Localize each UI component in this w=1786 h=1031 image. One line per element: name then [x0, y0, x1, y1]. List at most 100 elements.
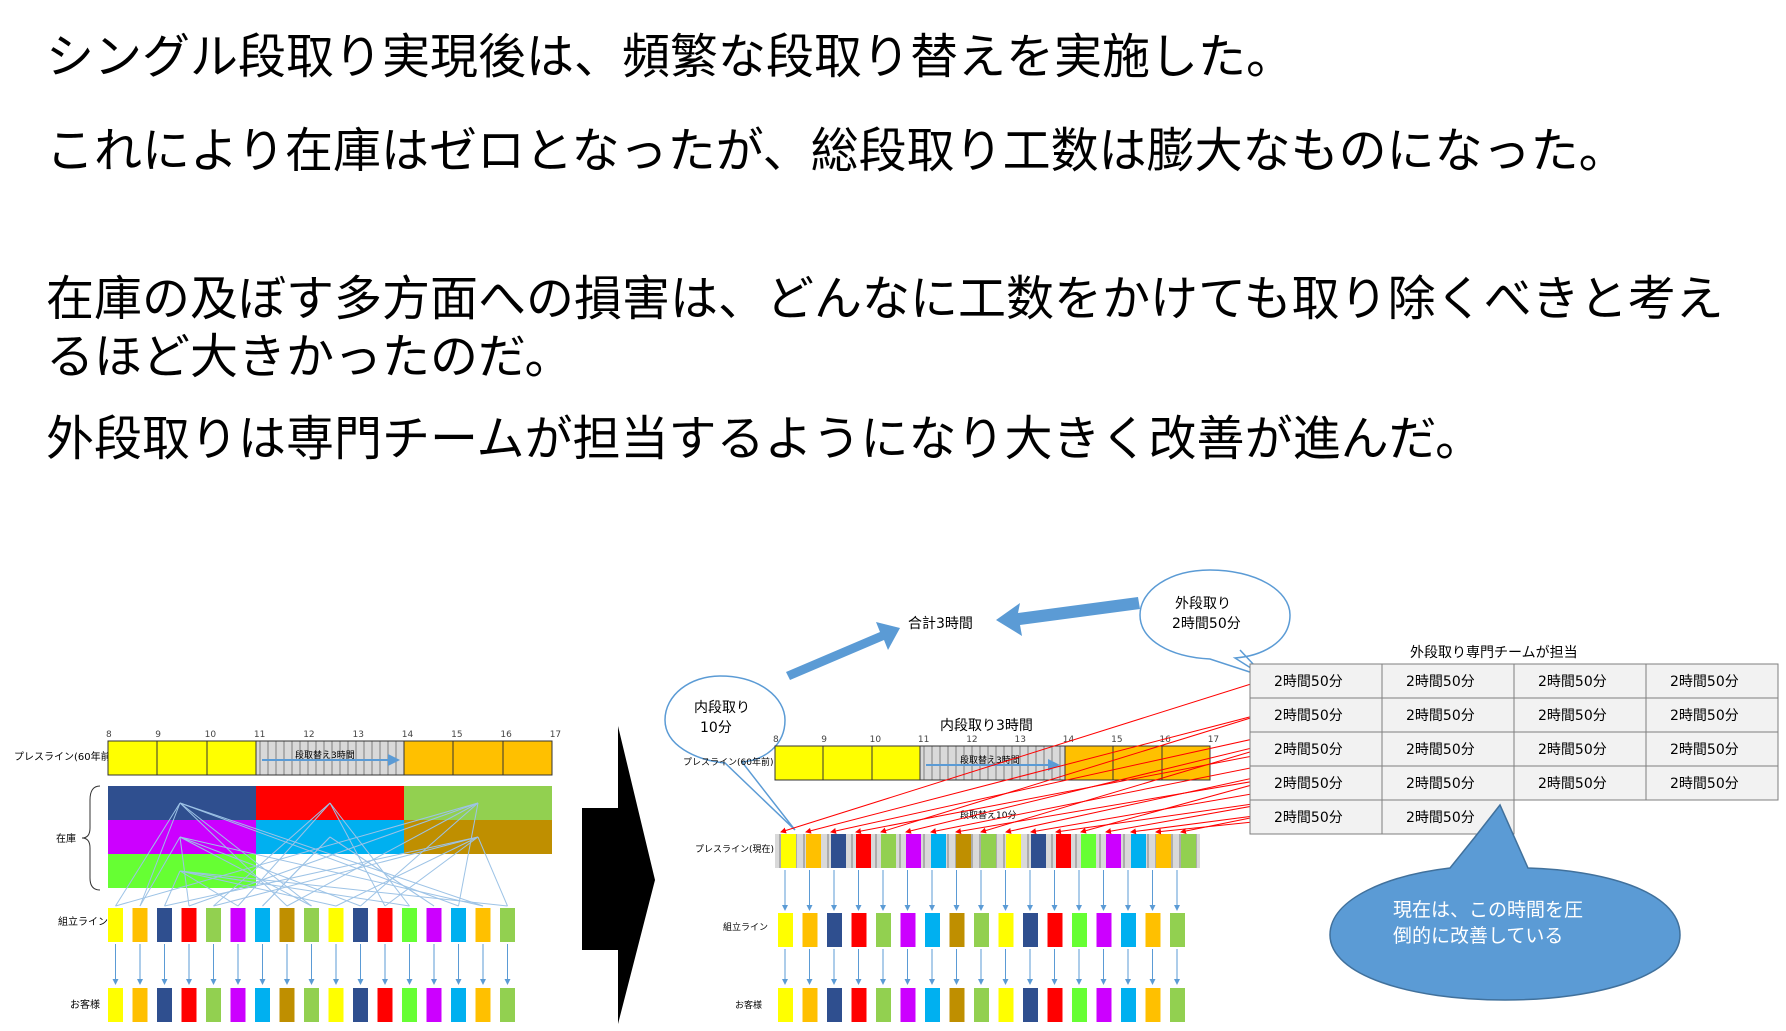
team-cell-text-0-2: 2時間50分 — [1538, 674, 1607, 690]
right-tick-16: 16 — [1159, 735, 1171, 745]
right-assembly-box-15 — [1145, 913, 1161, 947]
right-assembly-box-10 — [1023, 913, 1038, 947]
left-assembly-box-10 — [353, 908, 368, 942]
right-press-now-row — [775, 834, 1200, 868]
external-line-0 — [780, 677, 1271, 834]
left-flow-line-b-14 — [458, 802, 479, 907]
team-table: 2時間50分 2時間50分 2時間50分 2時間50分 2時間50分 2時間50分 2時間5… — [1249, 663, 1779, 835]
right-press-now-label: プレスライン(現在) — [695, 843, 774, 855]
left-flow-line-b-10 — [179, 836, 361, 907]
team-cell-0-0 — [1249, 663, 1383, 699]
left-tick-13: 13 — [353, 730, 364, 740]
team-cell-text-2-2: 2時間50分 — [1538, 742, 1607, 758]
team-cell-text-1-0: 2時間50分 — [1274, 708, 1343, 724]
left-flow-line-b-16 — [477, 836, 508, 907]
press-now-box-3 — [856, 834, 871, 868]
left-tick-11: 11 — [254, 730, 265, 740]
bubble-line2: 倒的に改善している — [1393, 925, 1563, 947]
right-customer-box-5 — [900, 988, 916, 1022]
right-tick-11: 11 — [918, 735, 929, 745]
left-assembly-box-5 — [230, 908, 246, 942]
left-flow-line-b-8 — [179, 802, 312, 907]
external-line-4 — [880, 711, 1271, 834]
left-changeover-label: 段取替え3時間 — [295, 749, 355, 761]
left-flow-line-b-5 — [179, 870, 239, 907]
left-customer-box-1 — [132, 988, 148, 1022]
left-flow-line-b-9 — [335, 836, 479, 907]
left-customer-box-12 — [402, 988, 417, 1022]
press-now-box-15 — [1156, 834, 1171, 868]
left-customer-row — [108, 988, 515, 1022]
left-assembly-box-8 — [304, 908, 319, 942]
left-assembly-box-3 — [181, 908, 197, 942]
team-cell-0-3 — [1645, 663, 1779, 699]
team-cell-text-1-3: 2時間50分 — [1670, 708, 1739, 724]
team-cell-4-0 — [1249, 799, 1383, 835]
team-cell-text-2-3: 2時間50分 — [1670, 742, 1739, 758]
team-title: 外段取り専門チームが担当 — [1410, 645, 1578, 661]
right-assembly-row — [778, 913, 1185, 947]
team-cell-0-2 — [1513, 663, 1647, 699]
left-tick-15: 15 — [451, 730, 462, 740]
callout-external-line1: 外段取り — [1175, 596, 1231, 612]
team-cell-1-0 — [1249, 697, 1383, 733]
team-cell-1-1 — [1381, 697, 1515, 733]
left-assembly-box-16 — [500, 908, 515, 942]
right-tick-12: 12 — [966, 735, 977, 745]
team-cell-1-3 — [1645, 697, 1779, 733]
right-tick-17: 17 — [1208, 735, 1219, 745]
left-tick-8: 8 — [106, 730, 112, 740]
callout-internal-line2: 10分 — [700, 720, 732, 736]
left-tick-12: 12 — [303, 730, 314, 740]
left-flow-line-5 — [237, 802, 331, 907]
left-flow-line-b-15 — [179, 802, 484, 907]
callout-internal-bubble — [664, 675, 796, 831]
press-now-box-11 — [1056, 834, 1071, 868]
team-cell-text-0-1: 2時間50分 — [1406, 674, 1475, 690]
right-assembly-box-4 — [876, 913, 891, 947]
press-now-box-1 — [806, 834, 821, 868]
paragraph-2: これにより在庫はゼロとなったが、総段取り工数は膨大なものになった。 — [46, 123, 1627, 179]
left-flow-line-b-4 — [213, 802, 331, 907]
right-assembly-box-5 — [900, 913, 916, 947]
left-assembly-box-7 — [279, 908, 295, 942]
right-assembly-box-7 — [949, 913, 965, 947]
right-press-changeover — [919, 745, 1066, 781]
right-tick-15: 15 — [1111, 735, 1122, 745]
right-customer-box-6 — [925, 988, 940, 1022]
right-press-old-label: プレスライン(60年前) — [683, 756, 773, 768]
left-customer-box-6 — [255, 988, 270, 1022]
arrow-internal-to-total — [786, 622, 900, 680]
team-cell-text-3-2: 2時間50分 — [1538, 776, 1607, 792]
internal-total-label: 内段取り3時間 — [940, 718, 1033, 734]
left-customer-box-7 — [279, 988, 295, 1022]
press-now-box-2 — [831, 834, 846, 868]
left-tick-9: 9 — [155, 730, 161, 740]
left-flow-line-b-1 — [139, 802, 181, 907]
left-customer-box-4 — [206, 988, 221, 1022]
right-assembly-box-8 — [974, 913, 989, 947]
left-tick-17: 17 — [550, 730, 561, 740]
right-customer-row — [778, 988, 1185, 1022]
right-assembly-box-12 — [1072, 913, 1087, 947]
team-cell-text-2-0: 2時間50分 — [1274, 742, 1343, 758]
press-now-box-12 — [1081, 834, 1096, 868]
left-flow-line-3 — [188, 802, 479, 907]
left-customer-box-2 — [157, 988, 172, 1022]
right-customer-box-7 — [949, 988, 965, 1022]
right-customer-box-1 — [802, 988, 818, 1022]
right-changeover-label: 段取替え3時間 — [960, 754, 1020, 766]
left-flow-line-4 — [213, 836, 479, 907]
left-flow-line-b-12 — [179, 870, 410, 907]
press-now-box-16 — [1181, 834, 1196, 868]
left-assembly-box-4 — [206, 908, 221, 942]
left-flow-line-12 — [329, 802, 410, 907]
right-customer-box-14 — [1121, 988, 1136, 1022]
team-cell-text-4-1: 2時間50分 — [1406, 810, 1475, 826]
left-flow-line-b-6 — [262, 836, 331, 907]
team-cell-text-3-3: 2時間50分 — [1670, 776, 1739, 792]
left-flow-line-10 — [360, 802, 479, 907]
external-line-8 — [980, 745, 1271, 834]
left-assembly-box-15 — [475, 908, 491, 942]
